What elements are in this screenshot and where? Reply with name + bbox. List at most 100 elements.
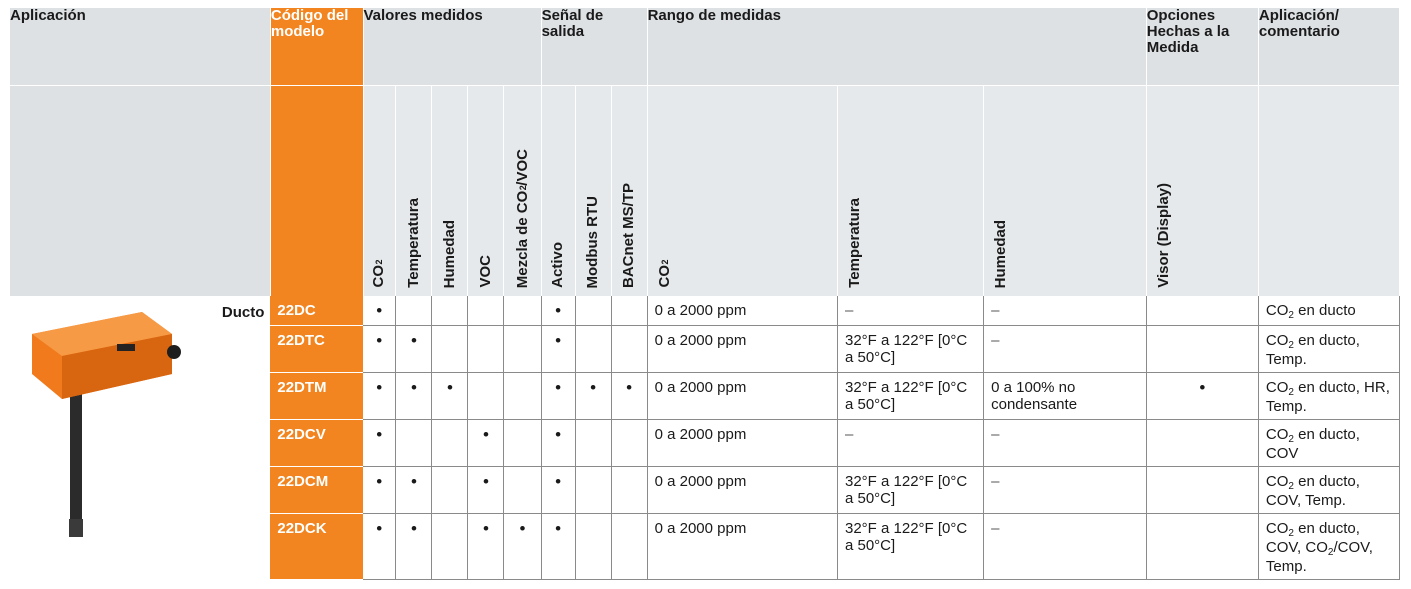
cell-mix xyxy=(503,466,542,514)
cell-temp xyxy=(395,419,433,467)
cell-co2: • xyxy=(363,466,397,514)
cell-modbus xyxy=(575,466,612,514)
subheader-range-humidity: Humedad xyxy=(983,85,1147,296)
model-code: 22DTC xyxy=(270,325,363,373)
table-row: 22DTM • • • • • • 0 a 2000 ppm 32°F a 12… xyxy=(10,372,1401,420)
subheader-modbus: Modbus RTU xyxy=(575,85,612,296)
cell-co2: • xyxy=(363,513,397,580)
model-code: 22DTM xyxy=(270,372,363,420)
subheader-code-blank xyxy=(270,85,364,296)
cell-display xyxy=(1146,325,1259,373)
subheader-range-temperature: Temperatura xyxy=(837,85,985,296)
cell-bacnet: • xyxy=(611,372,648,420)
cell-hum: • xyxy=(431,372,469,420)
cell-comment: CO2 en ducto, COV, Temp. xyxy=(1258,466,1401,514)
cell-active: • xyxy=(541,466,576,514)
table-row: 22DCV • • • 0 a 2000 ppm – – CO2 en duct… xyxy=(10,419,1401,467)
subheader-application-blank xyxy=(10,85,271,296)
cell-bacnet xyxy=(611,325,648,373)
cell-range-co2: 0 a 2000 ppm xyxy=(647,296,838,326)
cell-voc: • xyxy=(467,513,505,580)
cell-voc xyxy=(467,372,505,420)
cell-modbus xyxy=(575,296,612,326)
subheader-voc: VOC xyxy=(467,85,505,296)
cell-range-hum: 0 a 100% no condensante xyxy=(983,372,1147,420)
cell-modbus xyxy=(575,513,612,580)
cell-mix xyxy=(503,372,542,420)
cell-temp: • xyxy=(395,325,433,373)
cell-modbus xyxy=(575,325,612,373)
subheader-bacnet: BACnet MS/TP xyxy=(611,85,648,296)
table-row: 22DCM • • • • 0 a 2000 ppm 32°F a 122°F … xyxy=(10,466,1401,514)
subheader-humidity: Humedad xyxy=(431,85,469,296)
cell-hum xyxy=(431,419,469,467)
header-application-comment: Aplicación/ comentario xyxy=(1258,8,1401,86)
cell-active: • xyxy=(541,419,576,467)
cell-mix xyxy=(503,325,542,373)
cell-range-co2: 0 a 2000 ppm xyxy=(647,513,838,580)
cell-display: • xyxy=(1146,372,1259,420)
model-code: 22DCK xyxy=(270,513,363,580)
cell-active: • xyxy=(541,372,576,420)
cell-range-hum: – xyxy=(983,419,1147,467)
cell-range-co2: 0 a 2000 ppm xyxy=(647,466,838,514)
cell-modbus: • xyxy=(575,372,612,420)
header-measurement-range: Rango de medidas xyxy=(647,8,1147,86)
table-row: 22DTC • • • 0 a 2000 ppm 32°F a 122°F [0… xyxy=(10,325,1401,373)
cell-voc: • xyxy=(467,419,505,467)
cell-range-temp: 32°F a 122°F [0°C a 50°C] xyxy=(837,466,985,514)
cell-modbus xyxy=(575,419,612,467)
cell-temp: • xyxy=(395,513,433,580)
cell-co2: • xyxy=(363,419,397,467)
sensor-spec-table: Aplicación Código del modelo Valores med… xyxy=(10,8,1401,580)
cell-voc: • xyxy=(467,466,505,514)
cell-active: • xyxy=(541,513,576,580)
subheader-display: Visor (Display) xyxy=(1146,85,1259,296)
cell-display xyxy=(1146,296,1259,326)
cell-bacnet xyxy=(611,419,648,467)
table-row: Ducto 22DC • • 0 a 2000 ppm xyxy=(10,296,1401,537)
cell-mix: • xyxy=(503,513,542,580)
header-measured-values: Valores medidos xyxy=(363,8,542,86)
subheader-active: Activo xyxy=(541,85,576,296)
cell-hum xyxy=(431,296,469,326)
cell-range-temp: – xyxy=(837,296,985,326)
table-row: 22DCK • • • • • 0 a 2000 ppm 32°F a 122°… xyxy=(10,513,1401,580)
cell-hum xyxy=(431,513,469,580)
cell-comment: CO2 en ducto, HR, Temp. xyxy=(1258,372,1401,420)
application-cell: Ducto xyxy=(10,296,270,580)
cell-active: • xyxy=(541,296,576,326)
cell-range-temp: – xyxy=(837,419,985,467)
subheader-co2-voc-mix: Mezcla de CO2/VOC xyxy=(503,85,542,296)
header-custom-options: Opciones Hechas a la Medida xyxy=(1146,8,1259,86)
cell-mix xyxy=(503,296,542,326)
cell-range-co2: 0 a 2000 ppm xyxy=(647,372,838,420)
model-code: 22DCV xyxy=(270,419,363,467)
header-application: Aplicación xyxy=(10,8,271,86)
cell-range-temp: 32°F a 122°F [0°C a 50°C] xyxy=(837,325,985,373)
cell-bacnet xyxy=(611,296,648,326)
subheader-comment-blank xyxy=(1258,85,1401,296)
cell-range-hum: – xyxy=(983,325,1147,373)
cell-voc xyxy=(467,296,505,326)
cell-display xyxy=(1146,419,1259,467)
duct-sensor-image xyxy=(32,312,181,537)
cell-co2: • xyxy=(363,296,397,326)
cell-range-temp: 32°F a 122°F [0°C a 50°C] xyxy=(837,513,985,580)
cell-display xyxy=(1146,466,1259,514)
cell-range-hum: – xyxy=(983,466,1147,514)
cell-comment: CO2 en ducto, COV, CO2/COV, Temp. xyxy=(1258,513,1401,580)
cell-comment: CO2 en ducto, Temp. xyxy=(1258,325,1401,373)
cell-mix xyxy=(503,419,542,467)
cell-bacnet xyxy=(611,513,648,580)
header-output-signal: Señal de salida xyxy=(541,8,648,86)
cell-hum xyxy=(431,466,469,514)
cell-active: • xyxy=(541,325,576,373)
cell-temp xyxy=(395,296,433,326)
cell-comment: CO2 en ducto xyxy=(1258,296,1401,326)
cell-co2: • xyxy=(363,325,397,373)
subheader-co2: CO2 xyxy=(363,85,397,296)
cell-range-hum: – xyxy=(983,296,1147,326)
subheader-temperature: Temperatura xyxy=(395,85,433,296)
subheader-range-co2: CO2 xyxy=(647,85,838,296)
